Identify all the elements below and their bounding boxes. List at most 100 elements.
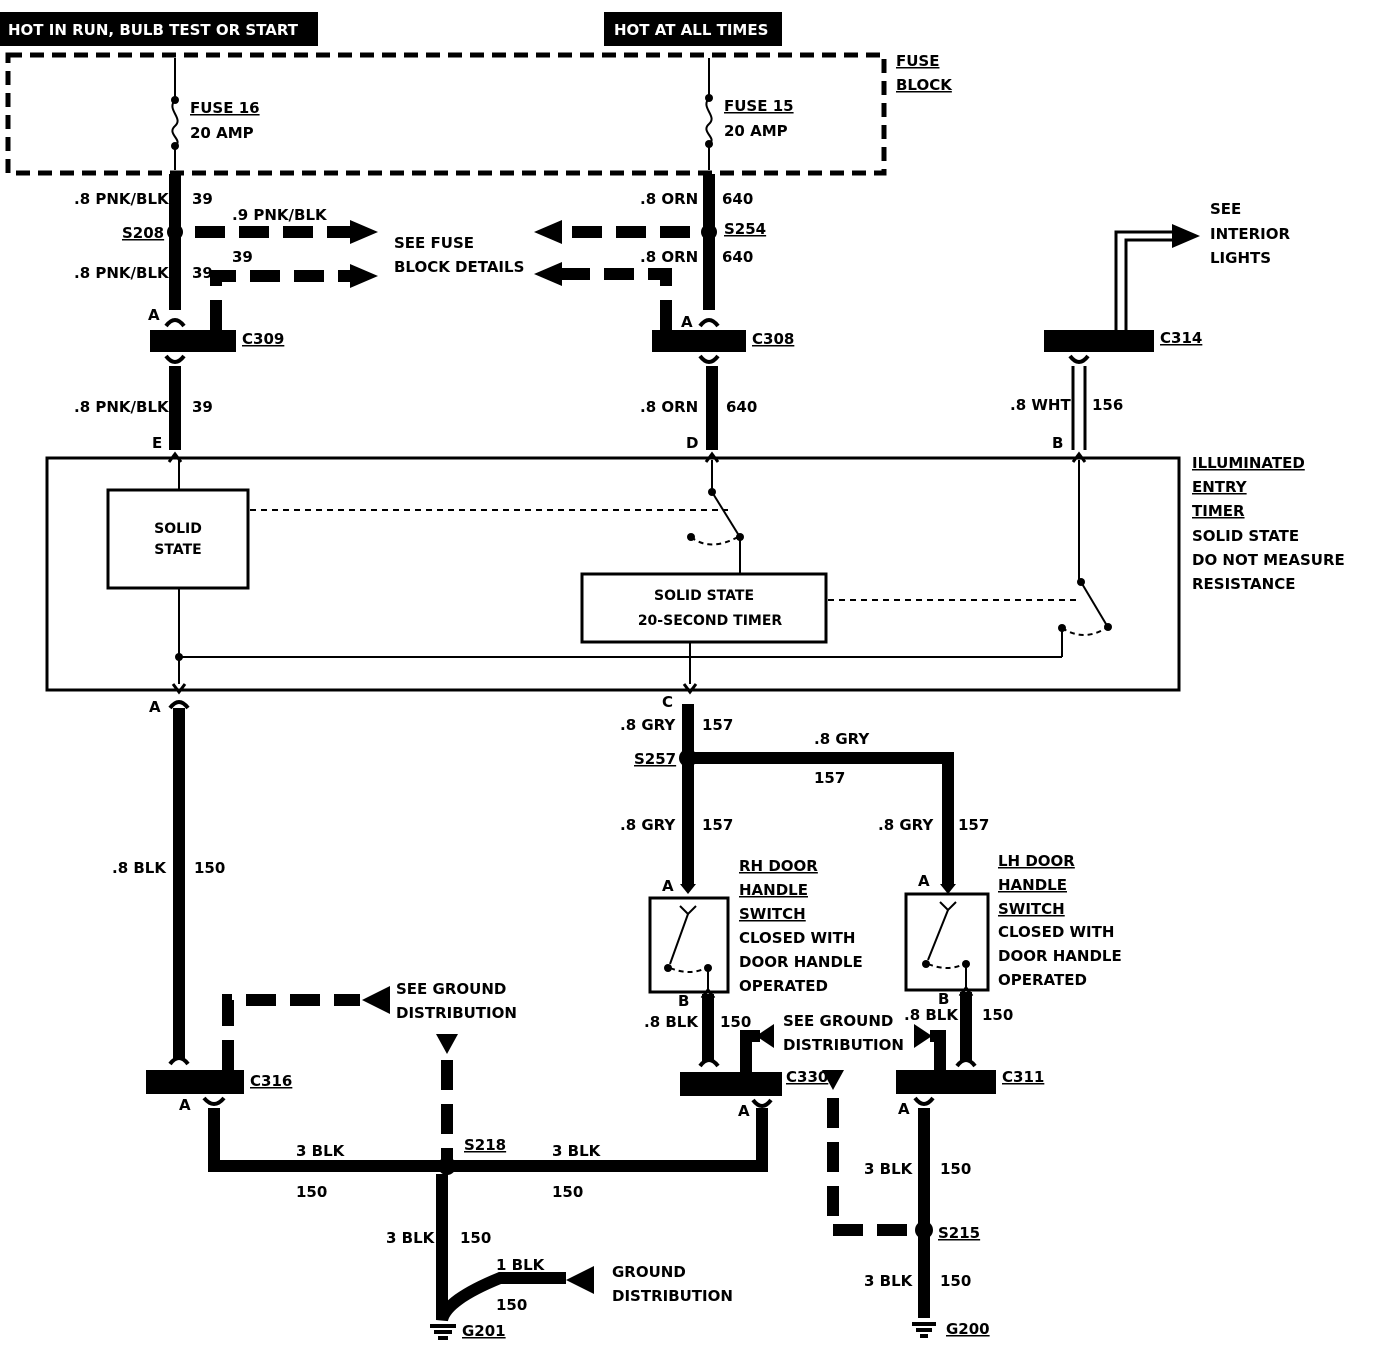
wire-bus-left-color: 3 BLK [296, 1142, 346, 1160]
c308-pin-a: A [681, 313, 693, 331]
wire-39-d-circuit: 39 [192, 398, 213, 416]
arrow-c308-fuse-details [534, 262, 562, 286]
wire-bus-right-color: 3 BLK [552, 1142, 602, 1160]
wire-157-lh [688, 752, 954, 884]
wire-640-c-color: .8 ORN [640, 398, 698, 416]
timer-note-2: DO NOT MEASURE [1192, 551, 1345, 569]
wire-640-b-color: .8 ORN [640, 248, 698, 266]
rh-switch-pin-a: A [662, 877, 674, 895]
c316-pin-top [168, 1056, 190, 1066]
lh-switch-input [939, 901, 957, 912]
connector-c311 [896, 1070, 996, 1094]
connector-c308 [652, 330, 746, 352]
solid-state-label-1: SOLID [154, 521, 202, 537]
wire-c308-to-fuse-details [562, 268, 672, 330]
connector-c309-label: C309 [242, 330, 284, 348]
timer-title-2: ENTRY [1192, 478, 1248, 496]
splice-s215-label: S215 [938, 1224, 980, 1242]
lh-switch-pin-a-arrow [940, 884, 956, 894]
wire-156-circuit: 156 [1092, 396, 1123, 414]
fuse-block-outline [5, 52, 887, 176]
connector-c311-label: C311 [1002, 1068, 1044, 1086]
twenty-second-timer-block [580, 572, 828, 644]
relay-b-arc [1061, 627, 1107, 636]
see-ground-2b: DISTRIBUTION [783, 1036, 904, 1054]
wire-156-color: .8 WHT [1010, 396, 1071, 414]
rh-switch-pivot [664, 964, 672, 972]
fuse15-rating: 20 AMP [724, 122, 788, 140]
c311-pin-top [955, 1058, 977, 1068]
rh-switch-pin-b: B [678, 992, 689, 1010]
c316-pin-bottom [202, 1096, 226, 1106]
lh-switch-note-2: DOOR HANDLE [998, 947, 1122, 965]
ground-g200-label: G200 [946, 1320, 990, 1338]
c314-pin-bottom [1068, 354, 1090, 364]
rh-switch-label-2: HANDLE [739, 881, 808, 899]
wire-39-c-circuit: 39 [232, 248, 253, 266]
arrow-ground-dist-1 [362, 986, 390, 1014]
c309-pin-bottom [164, 354, 186, 364]
splice-s208-label: S208 [122, 224, 164, 242]
wire-150-timer-circuit: 150 [194, 859, 225, 877]
wire-39-a-color: .8 PNK/BLK [74, 190, 170, 208]
connector-c316 [146, 1070, 244, 1094]
header-hot-run: HOT IN RUN, BULB TEST OR START [8, 21, 299, 39]
ground-symbol-g201 [430, 1324, 456, 1340]
see-fuse-2: BLOCK DETAILS [394, 258, 524, 276]
wire-157-b-circuit: 157 [814, 769, 845, 787]
timer-pin-c-arrow [682, 683, 698, 695]
arrow-ground-dist-3 [566, 1266, 594, 1294]
timer-module-outline [45, 456, 1181, 692]
connector-c330 [680, 1072, 782, 1096]
wire-157-c-color: .8 GRY [620, 816, 676, 834]
gnd-dist-1: GROUND [612, 1263, 686, 1281]
splice-s218 [438, 1157, 456, 1175]
lh-switch-blade [927, 909, 949, 961]
splice-s215 [915, 1221, 933, 1239]
header-hot-always-bar [604, 12, 782, 46]
timer-block-label-1: SOLID STATE [654, 588, 754, 604]
connector-c314 [1044, 330, 1154, 352]
fuse15-element [705, 97, 713, 145]
wire-c311-ground-stub [930, 1030, 946, 1072]
relay-b-blade [1080, 581, 1107, 625]
lh-switch-label-2: HANDLE [998, 876, 1067, 894]
c316-pin-a: A [179, 1096, 191, 1114]
wire-150-lh-circuit: 150 [982, 1006, 1013, 1024]
lh-switch-label-3: SWITCH [998, 900, 1065, 918]
splice-s218-label: S218 [464, 1136, 506, 1154]
timer-note-1: SOLID STATE [1192, 527, 1299, 545]
relay-d-arc [690, 536, 739, 546]
solid-state-label-2: STATE [154, 542, 201, 558]
wire-157-a-circuit: 157 [702, 716, 733, 734]
rh-switch-arc [669, 967, 707, 973]
c309-pin-top [164, 318, 186, 328]
timer-title-1: ILLUMINATED [1192, 454, 1305, 472]
wire-39-b-circuit: 39 [192, 264, 213, 282]
see-fuse-1: SEE FUSE [394, 234, 474, 252]
arrow-ground-dist-2 [436, 1034, 458, 1054]
wire-640-a-color: .8 ORN [640, 190, 698, 208]
lh-switch-arc [927, 963, 965, 969]
c311-pin-bottom [913, 1096, 935, 1106]
timer-a-socket [168, 700, 190, 710]
splice-s257-label: S257 [634, 750, 676, 768]
see-ground-1b: DISTRIBUTION [396, 1004, 517, 1022]
header-hot-run-bar [0, 12, 318, 46]
lh-switch-pin-a: A [918, 872, 930, 890]
connector-c316-label: C316 [250, 1072, 292, 1090]
timer-block-label-2: 20-SECOND TIMER [638, 613, 783, 629]
see-interior-2: INTERIOR [1210, 225, 1290, 243]
lh-switch-label-1: LH DOOR [998, 852, 1075, 870]
wire-g201-color: 3 BLK [386, 1229, 436, 1247]
arrow-ground-dist-4 [756, 1024, 774, 1048]
relay-d-blade [711, 491, 739, 535]
wire-g201-circuit: 150 [460, 1229, 491, 1247]
see-interior-3: LIGHTS [1210, 249, 1271, 267]
wire-150-timer-color: .8 BLK [112, 859, 167, 877]
wire-157-b-color: .8 GRY [814, 730, 870, 748]
timer-pin-c: C [662, 693, 673, 711]
fuse15-name: FUSE 15 [724, 97, 794, 115]
rh-switch-blade [669, 913, 689, 965]
